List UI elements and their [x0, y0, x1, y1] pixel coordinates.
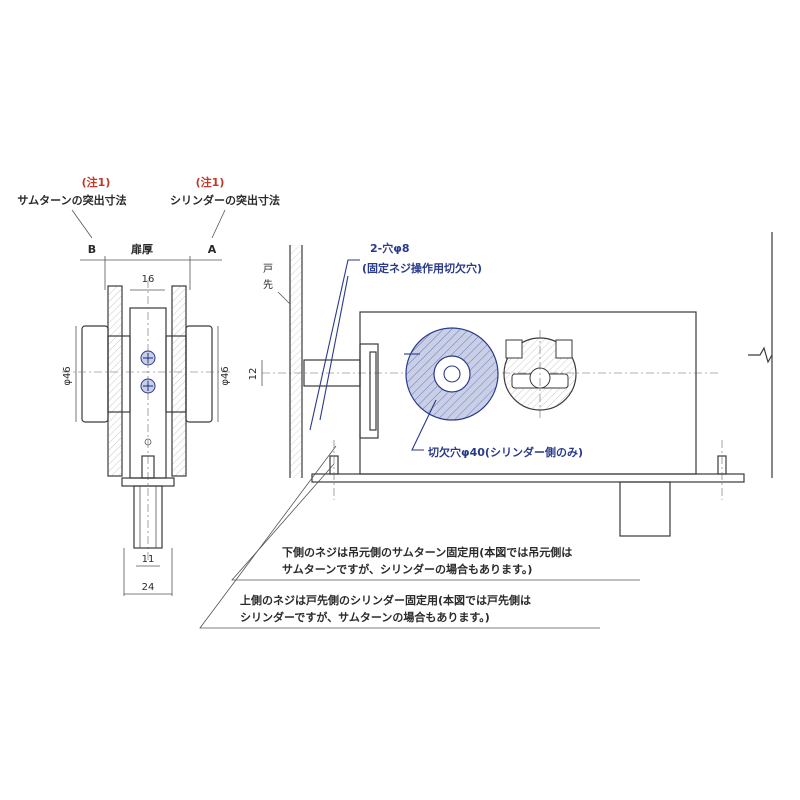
dim-11: 11: [142, 554, 155, 565]
upper-screw-leader: [199, 445, 600, 629]
callout-holes-line1: 2-穴φ8: [370, 241, 409, 255]
lower-screw-note-1: 下側のネジは吊元側のサムターン固定用(本図では吊元側は: [282, 545, 572, 559]
point-a-label: A: [208, 243, 217, 256]
leader-b: [71, 209, 93, 239]
lower-screw-leader: [231, 463, 640, 581]
dim-phi46-left: φ46: [62, 366, 73, 385]
bolt: [133, 485, 163, 549]
right-note-text: シリンダーの突出寸法: [170, 193, 280, 207]
dim-phi46-right: φ46: [220, 366, 231, 385]
lower-screw-note-2: サムターンですが、シリンダーの場合もあります。): [282, 562, 532, 576]
point-b-label: B: [88, 243, 96, 256]
right-note-tag: (注1): [196, 175, 225, 189]
door-edge-label-1: 戸: [263, 263, 273, 275]
left-note-text: サムターンの突出寸法: [17, 193, 126, 207]
dim-24: 24: [142, 582, 155, 593]
thumbturn-rosette: [81, 325, 109, 423]
dim-12: 12: [248, 368, 259, 381]
cylinder-rosette: [185, 325, 213, 423]
front-view: 戸 先 12: [248, 232, 773, 537]
door-thickness-label: 扉厚: [131, 242, 153, 256]
upper-screw-note-2: シリンダーですが、サムターンの場合もあります。): [240, 610, 490, 624]
callout-cutout: 切欠穴φ40(シリンダー側のみ): [428, 445, 583, 459]
base-plate: [311, 473, 745, 483]
dim-16: 16: [142, 274, 155, 285]
bottom-block: [619, 481, 671, 537]
door-edge-label-2: 先: [263, 279, 273, 291]
leader-a: [211, 209, 226, 239]
left-note-tag: (注1): [82, 175, 111, 189]
callout-holes-line2: (固定ネジ操作用切欠穴): [362, 261, 482, 275]
upper-screw-note-1: 上側のネジは戸先側のシリンダー固定用(本図では戸先側は: [240, 593, 531, 607]
side-view: 16 φ46 φ46 11: [62, 274, 232, 596]
cylinder-hub: [433, 355, 471, 393]
